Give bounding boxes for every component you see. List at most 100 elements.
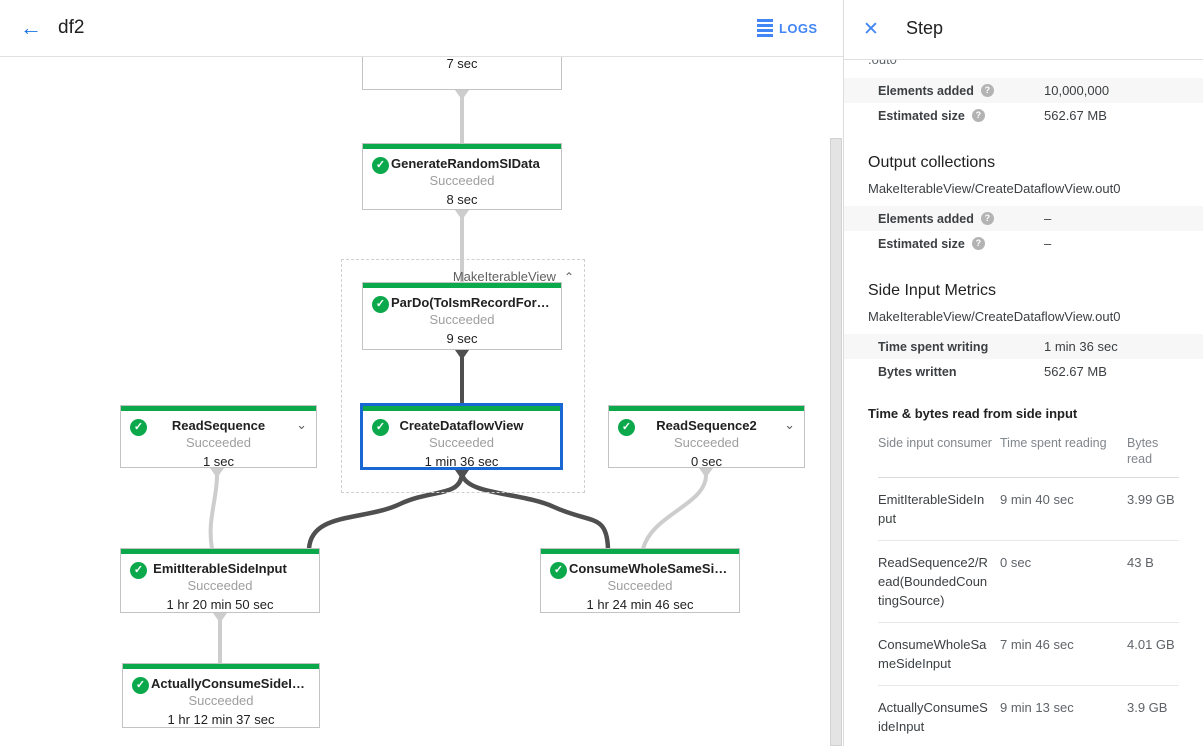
node-title: ParDo(ToIsmRecordFor… xyxy=(391,295,550,310)
help-icon[interactable]: ? xyxy=(980,212,994,225)
node-time: 1 min 36 sec xyxy=(424,454,499,469)
metric-label: Estimated size xyxy=(878,108,965,123)
node-read-sequence2[interactable]: ✓ ⌄ ReadSequence2 Succeeded 0 sec xyxy=(608,405,805,469)
node-time: 7 sec xyxy=(446,56,478,71)
node-title: ActuallyConsumeSideI… xyxy=(151,676,305,691)
success-check-icon: ✓ xyxy=(372,419,389,436)
clipped-collection-name: .out0 xyxy=(868,60,1203,67)
success-check-icon: ✓ xyxy=(550,562,567,579)
node-time: 1 hr 20 min 50 sec xyxy=(166,597,274,612)
input-collection-metrics: Elements added? 10,000,000 Estimated siz… xyxy=(844,78,1203,128)
side-input-metrics-heading: Side Input Metrics xyxy=(868,282,997,299)
success-check-icon: ✓ xyxy=(372,157,389,174)
node-time: 1 sec xyxy=(202,454,235,469)
node-actually-consume-side-input[interactable]: ✓ ActuallyConsumeSideI… Succeeded 1 hr 1… xyxy=(122,663,320,728)
metric-label: Elements added xyxy=(878,211,974,226)
panel-header: ✕ Step xyxy=(844,0,1203,60)
bytes-cell: 3.9 GB xyxy=(1127,700,1168,715)
metric-label: Elements added xyxy=(878,83,974,98)
chevron-down-icon[interactable]: ⌄ xyxy=(296,417,307,432)
node-status: Succeeded xyxy=(429,173,495,188)
table-row: ActuallyConsumeSideInput 9 min 13 sec 3.… xyxy=(878,686,1179,746)
job-graph-canvas[interactable]: MakeIterableView ⌃ ✓ Succeeded 7 sec ✓ G… xyxy=(0,0,830,746)
group-collapse-icon[interactable]: ⌃ xyxy=(563,269,574,284)
close-icon[interactable]: ✕ xyxy=(863,19,879,40)
metric-value: 1 min 36 sec xyxy=(1044,339,1118,354)
consumer-cell: ReadSequence2/Read(BoundedCountingSource… xyxy=(878,555,988,608)
node-time: 1 hr 12 min 37 sec xyxy=(167,712,275,727)
group-make-iterable-view[interactable]: MakeIterableView ⌃ xyxy=(341,259,585,493)
node-status-bar xyxy=(123,664,319,669)
node-title: EmitIterableSideInput xyxy=(153,561,287,576)
node-status-bar xyxy=(121,549,319,554)
node-status: Succeeded xyxy=(429,312,495,327)
panel-body[interactable]: .out0 Elements added? 10,000,000 Estimat… xyxy=(844,60,1203,746)
metric-label: Bytes written xyxy=(878,364,957,379)
time-cell: 9 min 13 sec xyxy=(1000,700,1074,715)
table-row: ConsumeWholeSameSideInput 7 min 46 sec 4… xyxy=(878,623,1179,686)
node-emit-iterable-side-input[interactable]: ✓ EmitIterableSideInput Succeeded 1 hr 2… xyxy=(120,548,320,613)
back-arrow-icon[interactable]: ← xyxy=(20,15,42,40)
help-icon[interactable]: ? xyxy=(971,109,985,122)
col-header-bytes: Bytes read xyxy=(1127,436,1159,466)
side-input-table-heading: Time & bytes read from side input xyxy=(868,406,1078,421)
group-label: MakeIterableView xyxy=(452,269,556,284)
node-consume-whole-same-side-input[interactable]: ✓ ConsumeWholeSameSi… Succeeded 1 hr 24 … xyxy=(540,548,740,613)
output-collection-name: MakeIterableView/CreateDataflowView.out0 xyxy=(868,181,1121,196)
metric-value: 10,000,000 xyxy=(1044,83,1110,98)
time-cell: 0 sec xyxy=(1000,555,1032,570)
consumer-cell: ActuallyConsumeSideInput xyxy=(878,700,988,734)
node-title: CreateDataflowView xyxy=(399,418,524,433)
table-row: ReadSequence2/Read(BoundedCountingSource… xyxy=(878,541,1179,623)
metric-label: Time spent writing xyxy=(878,339,989,354)
side-input-table: Side input consumer Time spent reading B… xyxy=(878,431,1179,746)
col-header-consumer: Side input consumer xyxy=(878,436,992,450)
step-details-panel: ✕ Step .out0 Elements added? 10,000,000 … xyxy=(843,0,1203,746)
success-check-icon: ✓ xyxy=(130,562,147,579)
graph-edges xyxy=(208,90,713,664)
node-status: Succeeded xyxy=(607,578,673,593)
node-create-dataflow-view[interactable]: ✓ CreateDataflowView Succeeded 1 min 36 … xyxy=(360,403,563,470)
metric-value: 562.67 MB xyxy=(1044,364,1107,379)
chevron-down-icon[interactable]: ⌄ xyxy=(784,417,795,432)
consumer-cell: ConsumeWholeSameSideInput xyxy=(878,637,987,671)
table-row: EmitIterableSideInput 9 min 40 sec 3.99 … xyxy=(878,478,1179,541)
side-input-metric-rows: Time spent writing 1 min 36 sec Bytes wr… xyxy=(844,334,1203,384)
metric-row: Time spent writing 1 min 36 sec xyxy=(844,334,1203,359)
panel-title: Step xyxy=(906,18,944,38)
help-icon[interactable]: ? xyxy=(971,237,985,250)
node-status-bar xyxy=(609,406,804,411)
node-time: 1 hr 24 min 46 sec xyxy=(586,597,694,612)
graph-scrollbar xyxy=(830,0,843,746)
metric-value: – xyxy=(1044,236,1052,251)
consumer-cell: EmitIterableSideInput xyxy=(878,492,985,526)
node-status: Succeeded xyxy=(428,435,495,450)
node-title: ConsumeWholeSameSi… xyxy=(569,561,728,576)
success-check-icon: ✓ xyxy=(132,677,149,694)
bytes-cell: 43 B xyxy=(1127,555,1154,570)
node-time: 8 sec xyxy=(446,192,478,207)
top-header: ← df2 LOGS xyxy=(0,0,843,57)
node-status-bar xyxy=(363,283,561,288)
output-collection-metrics: Elements added? – Estimated size? – xyxy=(844,206,1203,256)
logs-button[interactable]: LOGS xyxy=(757,19,817,37)
node-time: 9 sec xyxy=(446,331,478,346)
node-title: ReadSequence2 xyxy=(656,418,757,433)
node-status-bar xyxy=(541,549,739,554)
node-read-sequence[interactable]: ✓ ⌄ ReadSequence Succeeded 1 sec xyxy=(120,405,317,469)
logs-list-icon xyxy=(757,19,773,37)
node-status: Succeeded xyxy=(188,693,254,708)
metric-row: Elements added? 10,000,000 xyxy=(844,78,1203,103)
node-generate-random-sidata[interactable]: ✓ GenerateRandomSIData Succeeded 8 sec xyxy=(362,143,562,210)
success-check-icon: ✓ xyxy=(130,419,147,436)
side-input-collection-name: MakeIterableView/CreateDataflowView.out0 xyxy=(868,309,1121,324)
metric-row: Bytes written 562.67 MB xyxy=(844,359,1203,384)
metric-row: Estimated size? 562.67 MB xyxy=(844,103,1203,128)
bytes-cell: 3.99 GB xyxy=(1127,492,1175,507)
metric-row: Estimated size? – xyxy=(844,231,1203,256)
graph-scrollbar-thumb[interactable] xyxy=(830,138,842,746)
help-icon[interactable]: ? xyxy=(980,84,994,97)
node-title: GenerateRandomSIData xyxy=(391,156,540,171)
node-pardo-toismrecord[interactable]: ✓ ParDo(ToIsmRecordFor… Succeeded 9 sec xyxy=(362,282,562,350)
